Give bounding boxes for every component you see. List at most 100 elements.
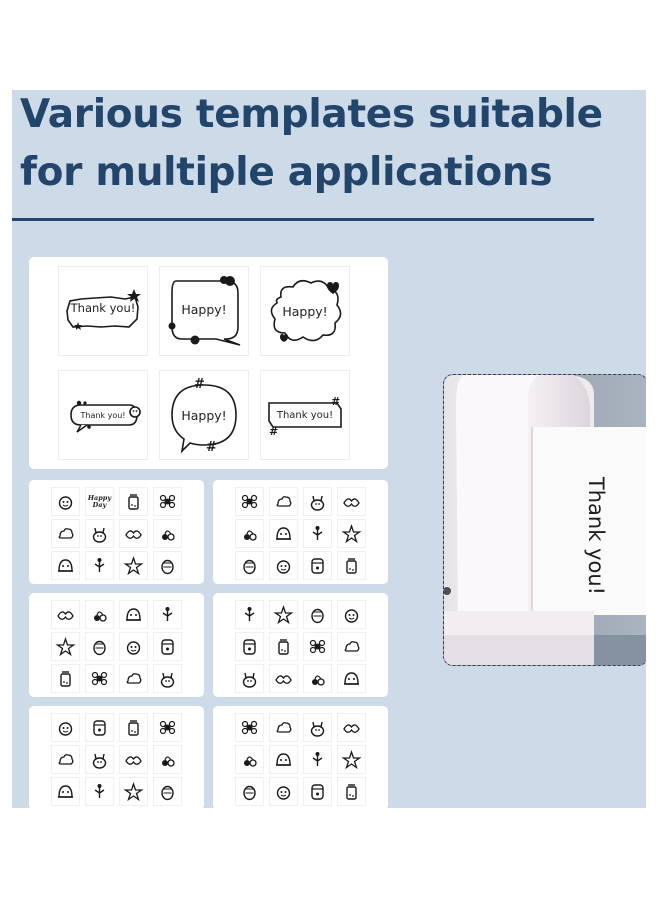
bird-icon [119, 519, 148, 548]
hammock-icon [337, 745, 366, 774]
mittens-icon [303, 632, 332, 661]
girl-reading-icon [269, 777, 298, 806]
template-text: Thank you! [276, 409, 334, 421]
cloud-icon [51, 664, 80, 693]
label-printer-illustration [444, 375, 646, 665]
bear-balloon-icon [337, 777, 366, 806]
cat-face-icon [119, 487, 148, 516]
beanie-icon [303, 600, 332, 629]
glasses-icon [51, 632, 80, 661]
printed-label-text: Thank you! [584, 476, 608, 596]
tulips-icon [337, 664, 366, 693]
cloud-bubble-icon [270, 279, 342, 342]
happy-day-text-icon: Happy Day [85, 487, 114, 516]
sticker-sheet-3 [29, 593, 204, 697]
blob-cat-icon [269, 745, 298, 774]
sticker-sheet-4 [213, 593, 388, 697]
cake-stand-icon [235, 632, 264, 661]
template-text: Thank you! [80, 410, 126, 420]
sticker-sheet-5 [29, 706, 204, 808]
girl-figure-icon [119, 551, 148, 580]
diamond-icon [85, 600, 114, 629]
sleeping-bear-icon [235, 777, 264, 806]
headline-line-1: Various templates suitable [20, 92, 603, 137]
hat-girl-icon [235, 519, 264, 548]
template-happy-cloud: Happy! [260, 266, 350, 356]
fox-icon [303, 551, 332, 580]
smiley-blob-icon [51, 551, 80, 580]
sleeping-cat-icon [119, 713, 148, 742]
sticker-label: Happy Day [87, 493, 112, 509]
svg-text:#: # [269, 425, 278, 438]
svg-text:#: # [331, 395, 340, 408]
caterpillar-icon [51, 777, 80, 806]
bear-face-2-icon [119, 777, 148, 806]
sunglasses-icon [85, 632, 114, 661]
sun-face-icon [51, 519, 80, 548]
cake-icon [269, 664, 298, 693]
svg-text:#: # [194, 377, 205, 392]
printer-photo: Thank you! [443, 374, 646, 666]
cat-cup-icon [235, 713, 264, 742]
puppy-2-icon [303, 777, 332, 806]
flower-face-icon [303, 519, 332, 548]
jar-icon [153, 600, 182, 629]
headline: Various templates suitable for multiple … [20, 90, 603, 202]
sticker-sheet-2 [213, 480, 388, 584]
cat-in-box-icon [235, 745, 264, 774]
template-text: Happy! [181, 407, 227, 423]
cherries-icon [153, 664, 182, 693]
template-text: Thank you! [70, 301, 136, 315]
kitten-icon [153, 745, 182, 774]
cactus-icon [85, 551, 114, 580]
sticker-sheet-1: Happy Day [29, 480, 204, 584]
bear-face-icon [153, 519, 182, 548]
bunny-face-icon [85, 777, 114, 806]
flowers-icon [153, 487, 182, 516]
cat-girl-icon [303, 487, 332, 516]
template-happy-round: # # Happy! [159, 370, 249, 460]
teapot-icon [235, 600, 264, 629]
rainbow-icon [85, 713, 114, 742]
butterfly-icon [119, 600, 148, 629]
bow-icon [85, 664, 114, 693]
template-text: Happy! [181, 301, 227, 317]
lantern-icon [337, 600, 366, 629]
template-thank-you-burst: Thank you! [58, 266, 148, 356]
butterfly-2-icon [153, 632, 182, 661]
banner-bubble-icon: # # [268, 395, 342, 438]
burst-bubble-icon [66, 289, 141, 330]
duck-icon [85, 745, 114, 774]
bunny-icon [51, 487, 80, 516]
desk-lamp-icon [269, 632, 298, 661]
template-happy-rounded: Happy! [159, 266, 249, 356]
sticker-sheet-6 [213, 706, 388, 808]
candy-icon [269, 519, 298, 548]
svg-text:#: # [206, 440, 217, 455]
lamp-cat-icon [303, 745, 332, 774]
bear-in-cup-icon [269, 713, 298, 742]
tiger-icon [337, 551, 366, 580]
template-thank-you-pill: Thank you! [58, 370, 148, 460]
egg-icon [119, 632, 148, 661]
printed-label: Thank you! [560, 461, 632, 611]
promo-panel: Various templates suitable for multiple … [12, 90, 646, 808]
blender-icon [337, 632, 366, 661]
dragon-icon [235, 551, 264, 580]
round-bubble-icon: # # [171, 377, 237, 455]
template-thank-you-banner: # # Thank you! [260, 370, 350, 460]
pill-bubble-icon [70, 400, 141, 433]
headline-line-2: for multiple applications [20, 150, 553, 195]
lion-icon [269, 551, 298, 580]
girl-face-icon [269, 487, 298, 516]
puppy-icon [119, 745, 148, 774]
flower-icon [153, 713, 182, 742]
template-text: Happy! [282, 303, 328, 319]
frog-icon [337, 519, 366, 548]
sunflower-icon [337, 487, 366, 516]
fish-icon [153, 777, 182, 806]
popsicle-icon [51, 600, 80, 629]
headline-underline [12, 218, 594, 221]
saturn-icon [235, 664, 264, 693]
rounded-bubble-icon [168, 276, 241, 346]
